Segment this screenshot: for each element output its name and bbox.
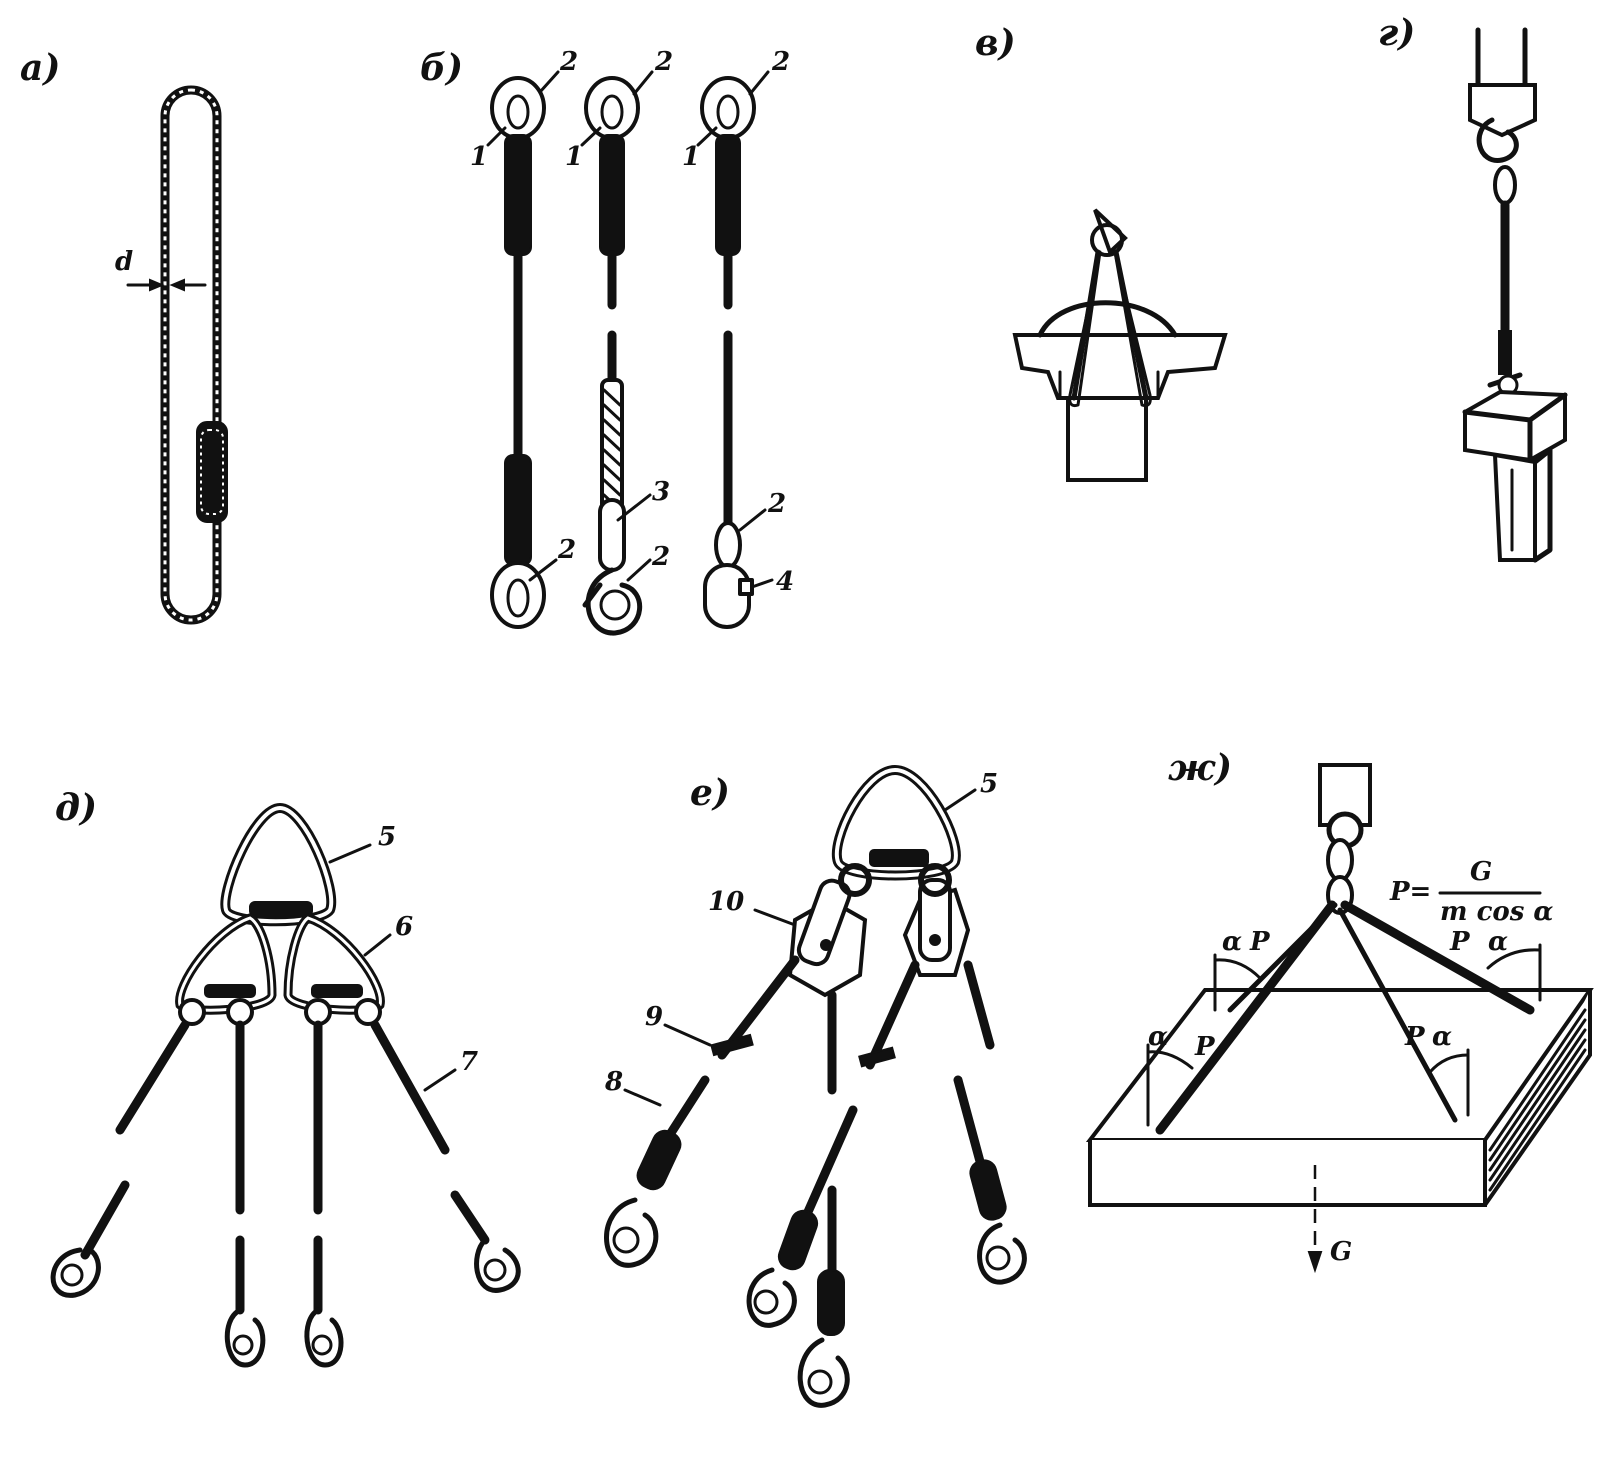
master-link-e — [831, 764, 961, 881]
formula-numerator: G — [1470, 857, 1492, 887]
sling-two-eyes: 2 1 2 — [470, 47, 578, 629]
sling-with-hook: 2 1 3 2 — [565, 47, 673, 636]
sling2-mark-splice: 3 — [652, 477, 670, 507]
master-link — [220, 802, 337, 927]
d-mark-leg: 7 — [460, 1047, 478, 1077]
panel-e-label: е) — [690, 772, 730, 814]
e-mark-master: 5 — [980, 769, 998, 799]
zh-force-3: P — [1194, 1032, 1216, 1062]
d-mark-master: 5 — [378, 822, 396, 852]
sling3-mark-link: 2 — [767, 489, 786, 519]
sling3-mark-top: 2 — [771, 47, 790, 77]
loop-sling — [160, 85, 228, 625]
sling3-mark-carabiner: 4 — [776, 567, 794, 597]
panel-e: е) — [604, 764, 1027, 1408]
sling-legs-e — [636, 955, 1007, 1336]
angle-references — [1146, 943, 1542, 1127]
zh-force-1: P — [1249, 927, 1271, 957]
panel-d-label: д) — [55, 787, 97, 829]
diameter-label: d — [115, 247, 133, 277]
zh-force-2: P — [1449, 927, 1471, 957]
d-mark-link: 6 — [395, 912, 413, 942]
panel-d: д) — [50, 787, 521, 1368]
slab — [1085, 988, 1594, 1207]
zh-alpha-4: α — [1432, 1022, 1452, 1052]
balancing-blocks — [787, 863, 971, 998]
sling2-mark-hook: 2 — [651, 542, 670, 572]
sling3-mark-thimble: 1 — [682, 142, 700, 172]
sling-splice — [196, 421, 228, 523]
zh-weight: G — [1330, 1237, 1352, 1267]
formula-lhs: P= — [1389, 877, 1431, 907]
column-lifted — [1462, 389, 1568, 563]
hooks-e — [604, 1197, 1027, 1408]
sling-with-carabiner: 2 1 2 4 — [682, 47, 794, 629]
panel-a: а) d — [20, 47, 228, 625]
sling1-mark-thimble: 1 — [470, 142, 488, 172]
panel-g-label: г) — [1378, 12, 1415, 54]
zh-alpha-1: α — [1222, 927, 1242, 957]
e-mark-clamp: 9 — [645, 1002, 663, 1032]
column-sling — [1068, 208, 1152, 407]
panel-g: г) — [1378, 12, 1568, 563]
sling2-mark-thimble: 1 — [565, 142, 583, 172]
zh-force-4: P — [1404, 1022, 1426, 1052]
panel-b-label: б) — [420, 47, 463, 89]
panel-zh: ж) P= — [1085, 747, 1594, 1274]
panel-a-label: а) — [20, 47, 60, 89]
panel-v: в) — [975, 22, 1228, 482]
column-head — [1012, 300, 1228, 482]
formula-denominator: m cos α — [1440, 897, 1553, 927]
zh-alpha-3: α — [1148, 1022, 1168, 1052]
sling2-mark-top: 2 — [654, 47, 673, 77]
sling-legs-zh — [1155, 900, 1535, 1135]
sling-legs-d — [80, 998, 490, 1315]
sling1-mark-top: 2 — [559, 47, 578, 77]
intermediate-links — [175, 913, 385, 1015]
panel-zh-label: ж) — [1168, 747, 1232, 789]
panel-v-label: в) — [975, 22, 1016, 64]
panel-b: б) 2 1 2 — [420, 47, 794, 636]
sling1-mark-bottom: 2 — [557, 535, 576, 565]
crane-hook-block — [1468, 27, 1537, 396]
zh-alpha-2: α — [1488, 927, 1508, 957]
e-mark-leg: 8 — [604, 1067, 623, 1097]
crane-hook-zh — [1318, 763, 1372, 915]
hooks-d — [50, 1237, 521, 1368]
e-mark-block: 10 — [708, 887, 744, 917]
diameter-marker: d — [115, 247, 207, 292]
